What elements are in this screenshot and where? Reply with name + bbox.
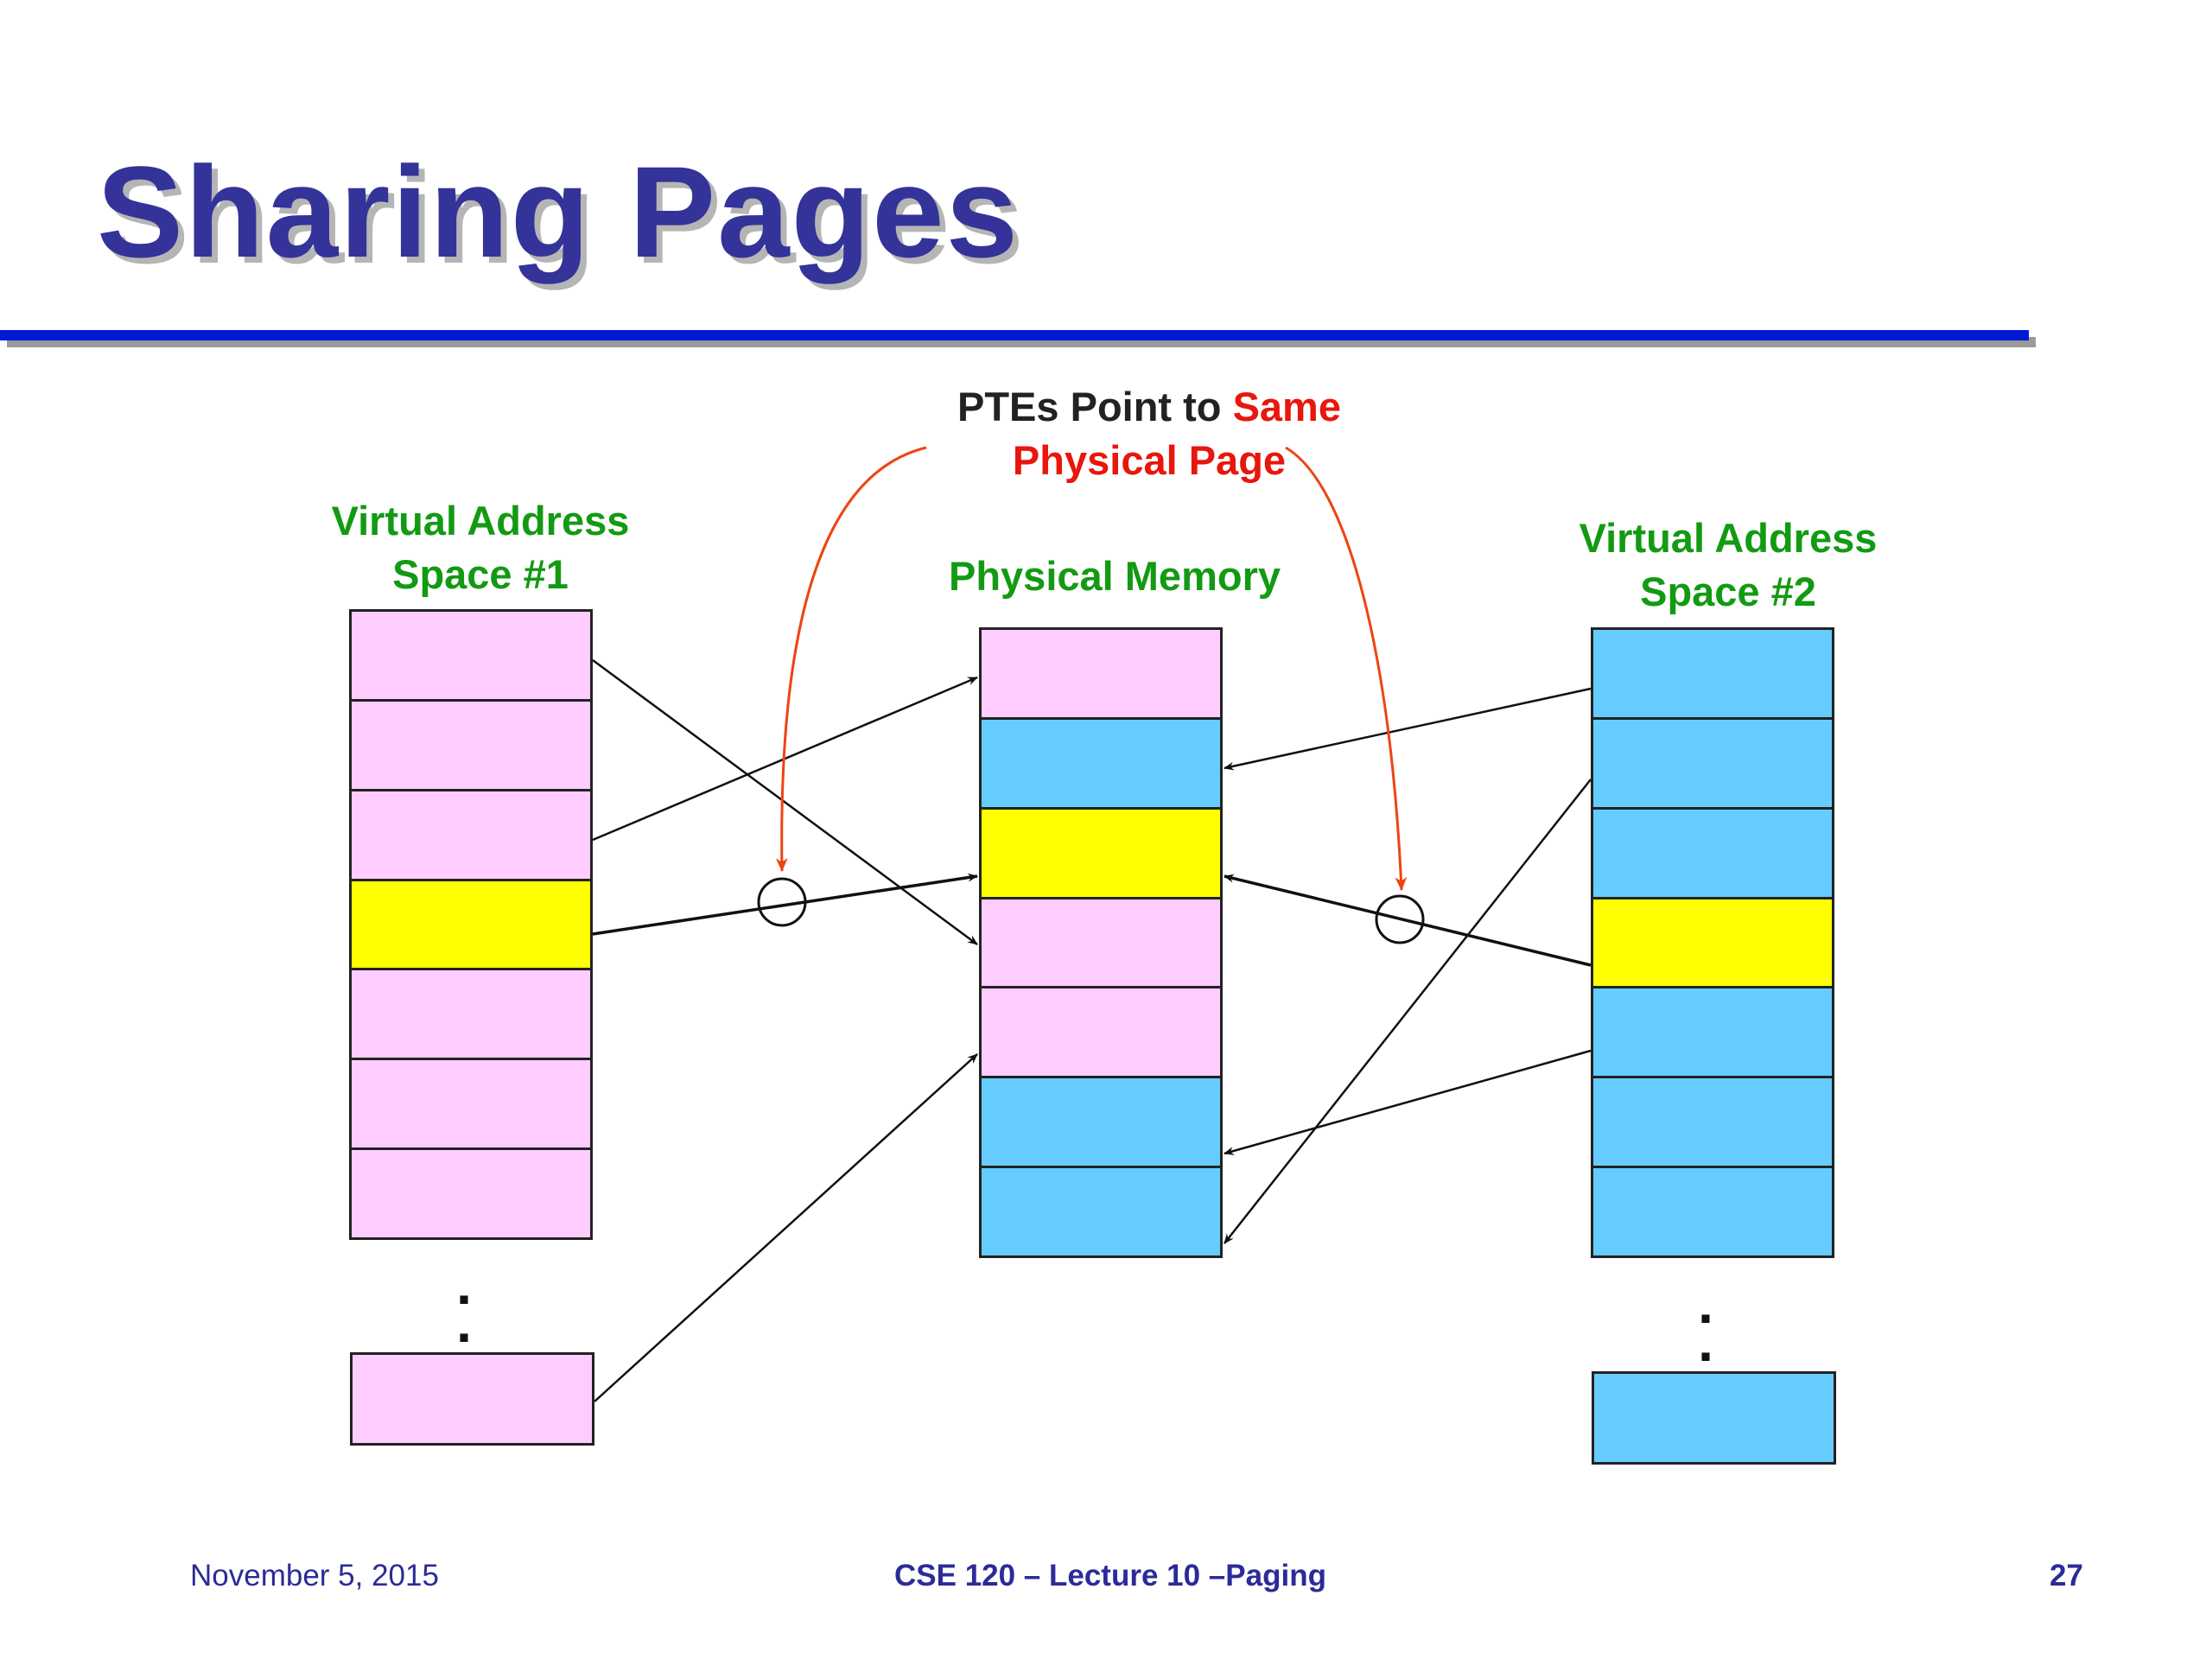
ellipsis-vas1: ..	[456, 1254, 472, 1354]
callout-line-1: PTEs Point to Same	[933, 380, 1365, 434]
mapping-arrow	[592, 658, 978, 946]
label-physical-memory: Physical Memory	[948, 553, 1281, 599]
page-blue	[1593, 630, 1832, 717]
page-yellow	[352, 878, 590, 969]
page-blue	[1593, 986, 1832, 1077]
label-line: Space #2	[1640, 569, 1816, 614]
title-divider	[0, 330, 2029, 340]
virtual-space-2-last-page	[1592, 1371, 1836, 1465]
page-blue	[1593, 806, 1832, 897]
page-pink	[352, 612, 590, 699]
mapping-arrow	[592, 873, 978, 936]
virtual-space-1-pages	[349, 609, 593, 1240]
callout-line-2: Physical Page	[1012, 437, 1287, 483]
mapping-arrow	[1224, 779, 1592, 1244]
pte-highlight-circle	[1375, 894, 1425, 944]
page-yellow	[1593, 896, 1832, 987]
slide-title: Sharing Pages	[97, 139, 1020, 284]
page-blue	[1593, 716, 1832, 807]
label-line: Space #1	[392, 551, 569, 597]
callout-text-red: Same	[1232, 384, 1341, 429]
callout-arrow-left	[775, 446, 927, 873]
footer-page-number: 27	[2050, 1559, 2083, 1592]
label-virtual-space-1: Virtual Address Space #1	[290, 494, 671, 601]
page-pink	[352, 968, 590, 1058]
mapping-arrow	[1224, 874, 1592, 967]
label-virtual-space-2: Virtual Address Space #2	[1538, 512, 1918, 619]
frame-pink	[982, 986, 1220, 1077]
mapping-arrow	[594, 1053, 978, 1402]
frame-blue	[982, 1076, 1220, 1166]
frame-pink	[982, 896, 1220, 987]
page-pink	[352, 788, 590, 879]
footer-course: CSE 120 – Lecture 10 –Paging	[894, 1559, 1326, 1592]
callout-arrow-right	[1285, 446, 1408, 892]
callout-text-black: PTEs Point to	[957, 384, 1233, 429]
page-blue	[1593, 1076, 1832, 1166]
page-pink	[352, 698, 590, 789]
mapping-arrow	[1224, 687, 1592, 771]
pte-highlight-circle	[757, 877, 807, 927]
frame-blue	[982, 716, 1220, 807]
mapping-arrow	[1224, 1049, 1592, 1155]
ellipsis-vas2: ..	[1698, 1273, 1713, 1373]
virtual-space-1-last-page	[350, 1352, 594, 1446]
page-blue	[1593, 1166, 1832, 1256]
page-pink	[352, 1058, 590, 1148]
virtual-space-2-pages	[1591, 627, 1834, 1258]
physical-memory-frames	[979, 627, 1223, 1258]
frame-blue	[982, 1166, 1220, 1256]
footer-date: November 5, 2015	[190, 1559, 439, 1592]
label-line: Virtual Address	[331, 498, 630, 543]
frame-pink	[982, 630, 1220, 717]
callout-label: PTEs Point to Same Physical Page	[933, 380, 1365, 487]
frame-yellow	[982, 806, 1220, 897]
page-pink	[352, 1147, 590, 1238]
label-line: Virtual Address	[1579, 515, 1878, 561]
